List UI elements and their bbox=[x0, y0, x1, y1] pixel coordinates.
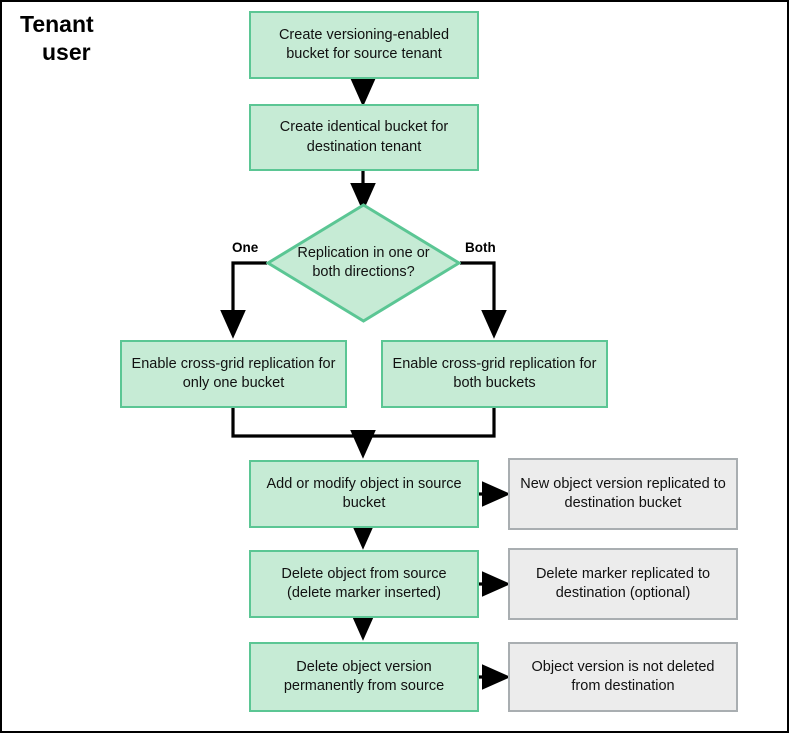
node-decision-label: Replication in one or both directions? bbox=[297, 244, 430, 280]
diamond-shape bbox=[266, 203, 461, 323]
page-title-line-2: user bbox=[42, 39, 91, 66]
node-result-version-not-deleted[interactable]: Object version is not deleted from desti… bbox=[508, 642, 738, 712]
node-enable-replication-one-bucket-label: Enable cross-grid replication for only o… bbox=[131, 355, 336, 391]
node-enable-replication-one-bucket[interactable]: Enable cross-grid replication for only o… bbox=[120, 340, 347, 408]
node-delete-object-version-label: Delete object version permanently from s… bbox=[283, 658, 445, 694]
connector-decision-both-to-enable-both bbox=[460, 261, 507, 339]
branch-label-one: One bbox=[232, 240, 259, 255]
connector-enable-one-to-merge bbox=[231, 408, 363, 438]
node-create-dest-bucket[interactable]: Create identical bucket for destination … bbox=[249, 104, 479, 171]
page-title: Tenant user bbox=[20, 10, 210, 66]
node-decision-replication-direction[interactable]: Replication in one or both directions? bbox=[266, 203, 461, 323]
page-title-line-1: Tenant bbox=[20, 11, 94, 37]
node-add-modify-object-label: Add or modify object in source bucket bbox=[266, 475, 462, 511]
node-result-delete-marker-label: Delete marker replicated to destination … bbox=[535, 565, 711, 601]
connector-enable-both-to-merge bbox=[363, 408, 496, 438]
node-enable-replication-both-buckets-label: Enable cross-grid replication for both b… bbox=[392, 355, 597, 391]
node-result-version-not-deleted-label: Object version is not deleted from desti… bbox=[531, 658, 715, 694]
node-enable-replication-both-buckets[interactable]: Enable cross-grid replication for both b… bbox=[381, 340, 608, 408]
node-result-delete-marker[interactable]: Delete marker replicated to destination … bbox=[508, 548, 738, 620]
node-result-new-object-version-label: New object version replicated to destina… bbox=[520, 475, 726, 511]
branch-label-both: Both bbox=[465, 240, 496, 255]
node-create-source-bucket[interactable]: Create versioning-enabled bucket for sou… bbox=[249, 11, 479, 79]
node-delete-object-version[interactable]: Delete object version permanently from s… bbox=[249, 642, 479, 712]
connector-decision-one-to-enable-one bbox=[220, 261, 267, 339]
node-delete-object-from-source[interactable]: Delete object from source (delete marker… bbox=[249, 550, 479, 618]
node-add-modify-object[interactable]: Add or modify object in source bucket bbox=[249, 460, 479, 528]
node-create-dest-bucket-label: Create identical bucket for destination … bbox=[279, 119, 449, 155]
node-result-new-object-version[interactable]: New object version replicated to destina… bbox=[508, 458, 738, 530]
node-create-source-bucket-label: Create versioning-enabled bucket for sou… bbox=[278, 26, 450, 62]
node-delete-object-from-source-label: Delete object from source (delete marker… bbox=[281, 565, 447, 601]
